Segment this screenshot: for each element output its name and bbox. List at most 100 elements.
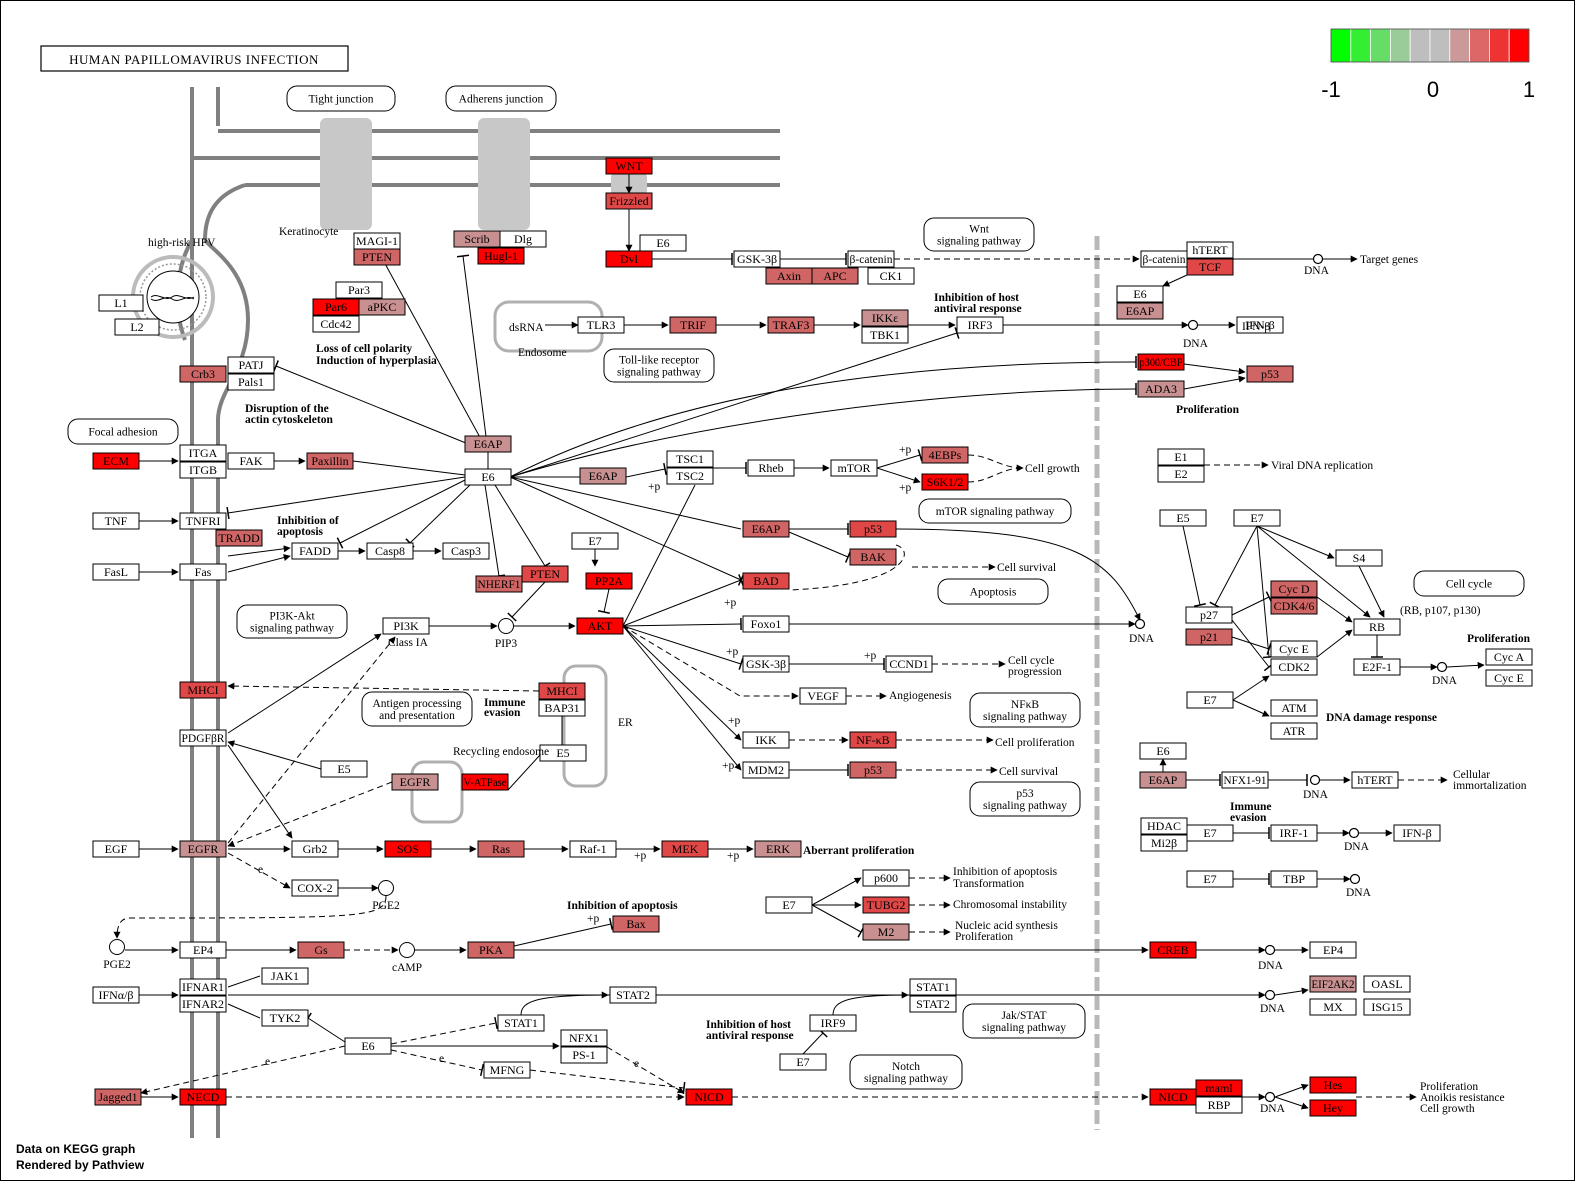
- gene-node[interactable]: E6AP: [464, 435, 512, 453]
- gene-node[interactable]: E6: [1139, 742, 1187, 760]
- gene-node[interactable]: TYK2: [261, 1009, 309, 1027]
- gene-node[interactable]: E6: [464, 468, 512, 486]
- gene-node[interactable]: Ras: [477, 840, 525, 858]
- gene-node[interactable]: BAK: [849, 548, 897, 566]
- gene-node[interactable]: Grb2: [291, 840, 339, 858]
- gene-node[interactable]: Par3: [335, 281, 383, 299]
- gene-node[interactable]: MFNG: [483, 1061, 531, 1079]
- gene-node[interactable]: TBP: [1270, 870, 1318, 888]
- gene-node[interactable]: β-catenin: [847, 250, 895, 268]
- gene-node[interactable]: IKKε: [861, 309, 909, 327]
- gene-node[interactable]: IRF3: [956, 316, 1004, 334]
- gene-node[interactable]: ATR: [1270, 722, 1318, 740]
- gene-node[interactable]: V-ATPase: [461, 773, 509, 791]
- gene-node[interactable]: EGFR: [179, 840, 227, 858]
- compound-pge2[interactable]: PGE2: [103, 939, 131, 972]
- gene-node[interactable]: Casp8: [366, 542, 414, 560]
- gene-node[interactable]: IFNAR2: [179, 995, 227, 1013]
- gene-node[interactable]: Mi2β: [1140, 834, 1188, 852]
- gene-node[interactable]: IFN-β: [1236, 316, 1284, 334]
- gene-node[interactable]: p53: [849, 520, 897, 538]
- gene-node[interactable]: ISG15: [1363, 998, 1411, 1016]
- gene-node[interactable]: E7: [1186, 870, 1234, 888]
- gene-node[interactable]: GSK-3β: [733, 250, 781, 268]
- compound-pip3[interactable]: PIP3: [495, 618, 518, 651]
- gene-node[interactable]: MX: [1309, 998, 1357, 1016]
- gene-node[interactable]: E2F-1: [1353, 658, 1401, 676]
- gene-node[interactable]: PDGFβR: [179, 729, 227, 747]
- gene-node[interactable]: TUBG2: [862, 896, 910, 914]
- gene-node[interactable]: Pals1: [227, 373, 275, 391]
- gene-node[interactable]: E7: [1186, 824, 1234, 842]
- gene-node[interactable]: FasL: [92, 563, 140, 581]
- gene-node[interactable]: E2: [1157, 465, 1205, 483]
- gene-node[interactable]: PTEN: [521, 565, 569, 583]
- gene-node[interactable]: aPKC: [358, 298, 406, 316]
- gene-node[interactable]: MHCI: [179, 681, 227, 699]
- gene-node[interactable]: E6AP: [1116, 302, 1164, 320]
- gene-node[interactable]: IFNAR1: [179, 978, 227, 996]
- gene-node[interactable]: ATM: [1270, 699, 1318, 717]
- gene-node[interactable]: Par6: [312, 298, 360, 316]
- gene-node[interactable]: TSC1: [666, 450, 714, 468]
- gene-node[interactable]: CDK2: [1270, 658, 1318, 676]
- gene-node[interactable]: E7: [765, 896, 813, 914]
- gene-node[interactable]: PTEN: [353, 248, 401, 266]
- gene-node[interactable]: Dlg: [499, 230, 547, 248]
- gene-node[interactable]: EGFR: [391, 773, 439, 791]
- gene-node[interactable]: VEGF: [799, 687, 847, 705]
- gene-node[interactable]: E6AP: [579, 467, 627, 485]
- gene-node[interactable]: CK1: [867, 267, 915, 285]
- gene-node[interactable]: STAT1: [497, 1014, 545, 1032]
- gene-node[interactable]: NFX1-91: [1221, 771, 1269, 789]
- gene-node[interactable]: E6AP: [742, 520, 790, 538]
- gene-node[interactable]: Fas: [179, 563, 227, 581]
- gene-node[interactable]: RBP: [1195, 1096, 1243, 1114]
- gene-node[interactable]: TCF: [1186, 258, 1234, 276]
- gene-node[interactable]: p53: [1246, 365, 1294, 383]
- gene-node[interactable]: E5: [320, 760, 368, 778]
- gene-node[interactable]: Raf-1: [569, 840, 617, 858]
- gene-node[interactable]: E1: [1157, 448, 1205, 466]
- gene-node[interactable]: Cdc42: [312, 315, 360, 333]
- gene-node[interactable]: CREB: [1149, 941, 1197, 959]
- gene-node[interactable]: S4: [1335, 549, 1383, 567]
- gene-node[interactable]: Frizzled: [605, 192, 653, 210]
- gene-node[interactable]: PS-1: [560, 1046, 608, 1064]
- gene-node[interactable]: MEK: [661, 840, 709, 858]
- gene-node[interactable]: AKT: [576, 617, 624, 635]
- pathway-link-p1[interactable]: Adherens junction: [445, 85, 557, 112]
- gene-node[interactable]: RB: [1353, 618, 1401, 636]
- gene-node[interactable]: OASL: [1363, 975, 1411, 993]
- gene-node[interactable]: IFN-β: [1393, 824, 1441, 842]
- gene-node[interactable]: NICD: [685, 1088, 733, 1106]
- gene-node[interactable]: p300/CBP: [1137, 353, 1185, 371]
- pathway-link-p0[interactable]: Tight junction: [286, 85, 396, 112]
- gene-node[interactable]: TRAF3: [767, 316, 815, 334]
- gene-node[interactable]: E7: [1233, 509, 1281, 527]
- pathway-link-p5[interactable]: mTOR signaling pathway: [918, 498, 1072, 524]
- gene-node[interactable]: NF-κB: [849, 731, 897, 749]
- compound-camp[interactable]: cAMP: [392, 942, 422, 975]
- gene-node[interactable]: E7: [1186, 691, 1234, 709]
- gene-node[interactable]: Cyc A: [1485, 648, 1533, 666]
- gene-node[interactable]: IRF-1: [1270, 824, 1318, 842]
- gene-node[interactable]: IRF9: [809, 1014, 857, 1032]
- gene-node[interactable]: EIF2AK2: [1309, 975, 1357, 993]
- gene-node[interactable]: JAK1: [261, 967, 309, 985]
- gene-node[interactable]: Axin: [765, 267, 813, 285]
- gene-node[interactable]: Casp3: [442, 542, 490, 560]
- gene-node[interactable]: ITGB: [179, 461, 227, 479]
- gene-node[interactable]: β-catenin: [1140, 250, 1188, 268]
- gene-node[interactable]: Foxo1: [742, 615, 790, 633]
- gene-node[interactable]: COX-2: [291, 879, 339, 897]
- gene-node[interactable]: p27: [1185, 606, 1233, 624]
- gene-node[interactable]: p53: [849, 761, 897, 779]
- gene-node[interactable]: PI3K: [382, 617, 430, 635]
